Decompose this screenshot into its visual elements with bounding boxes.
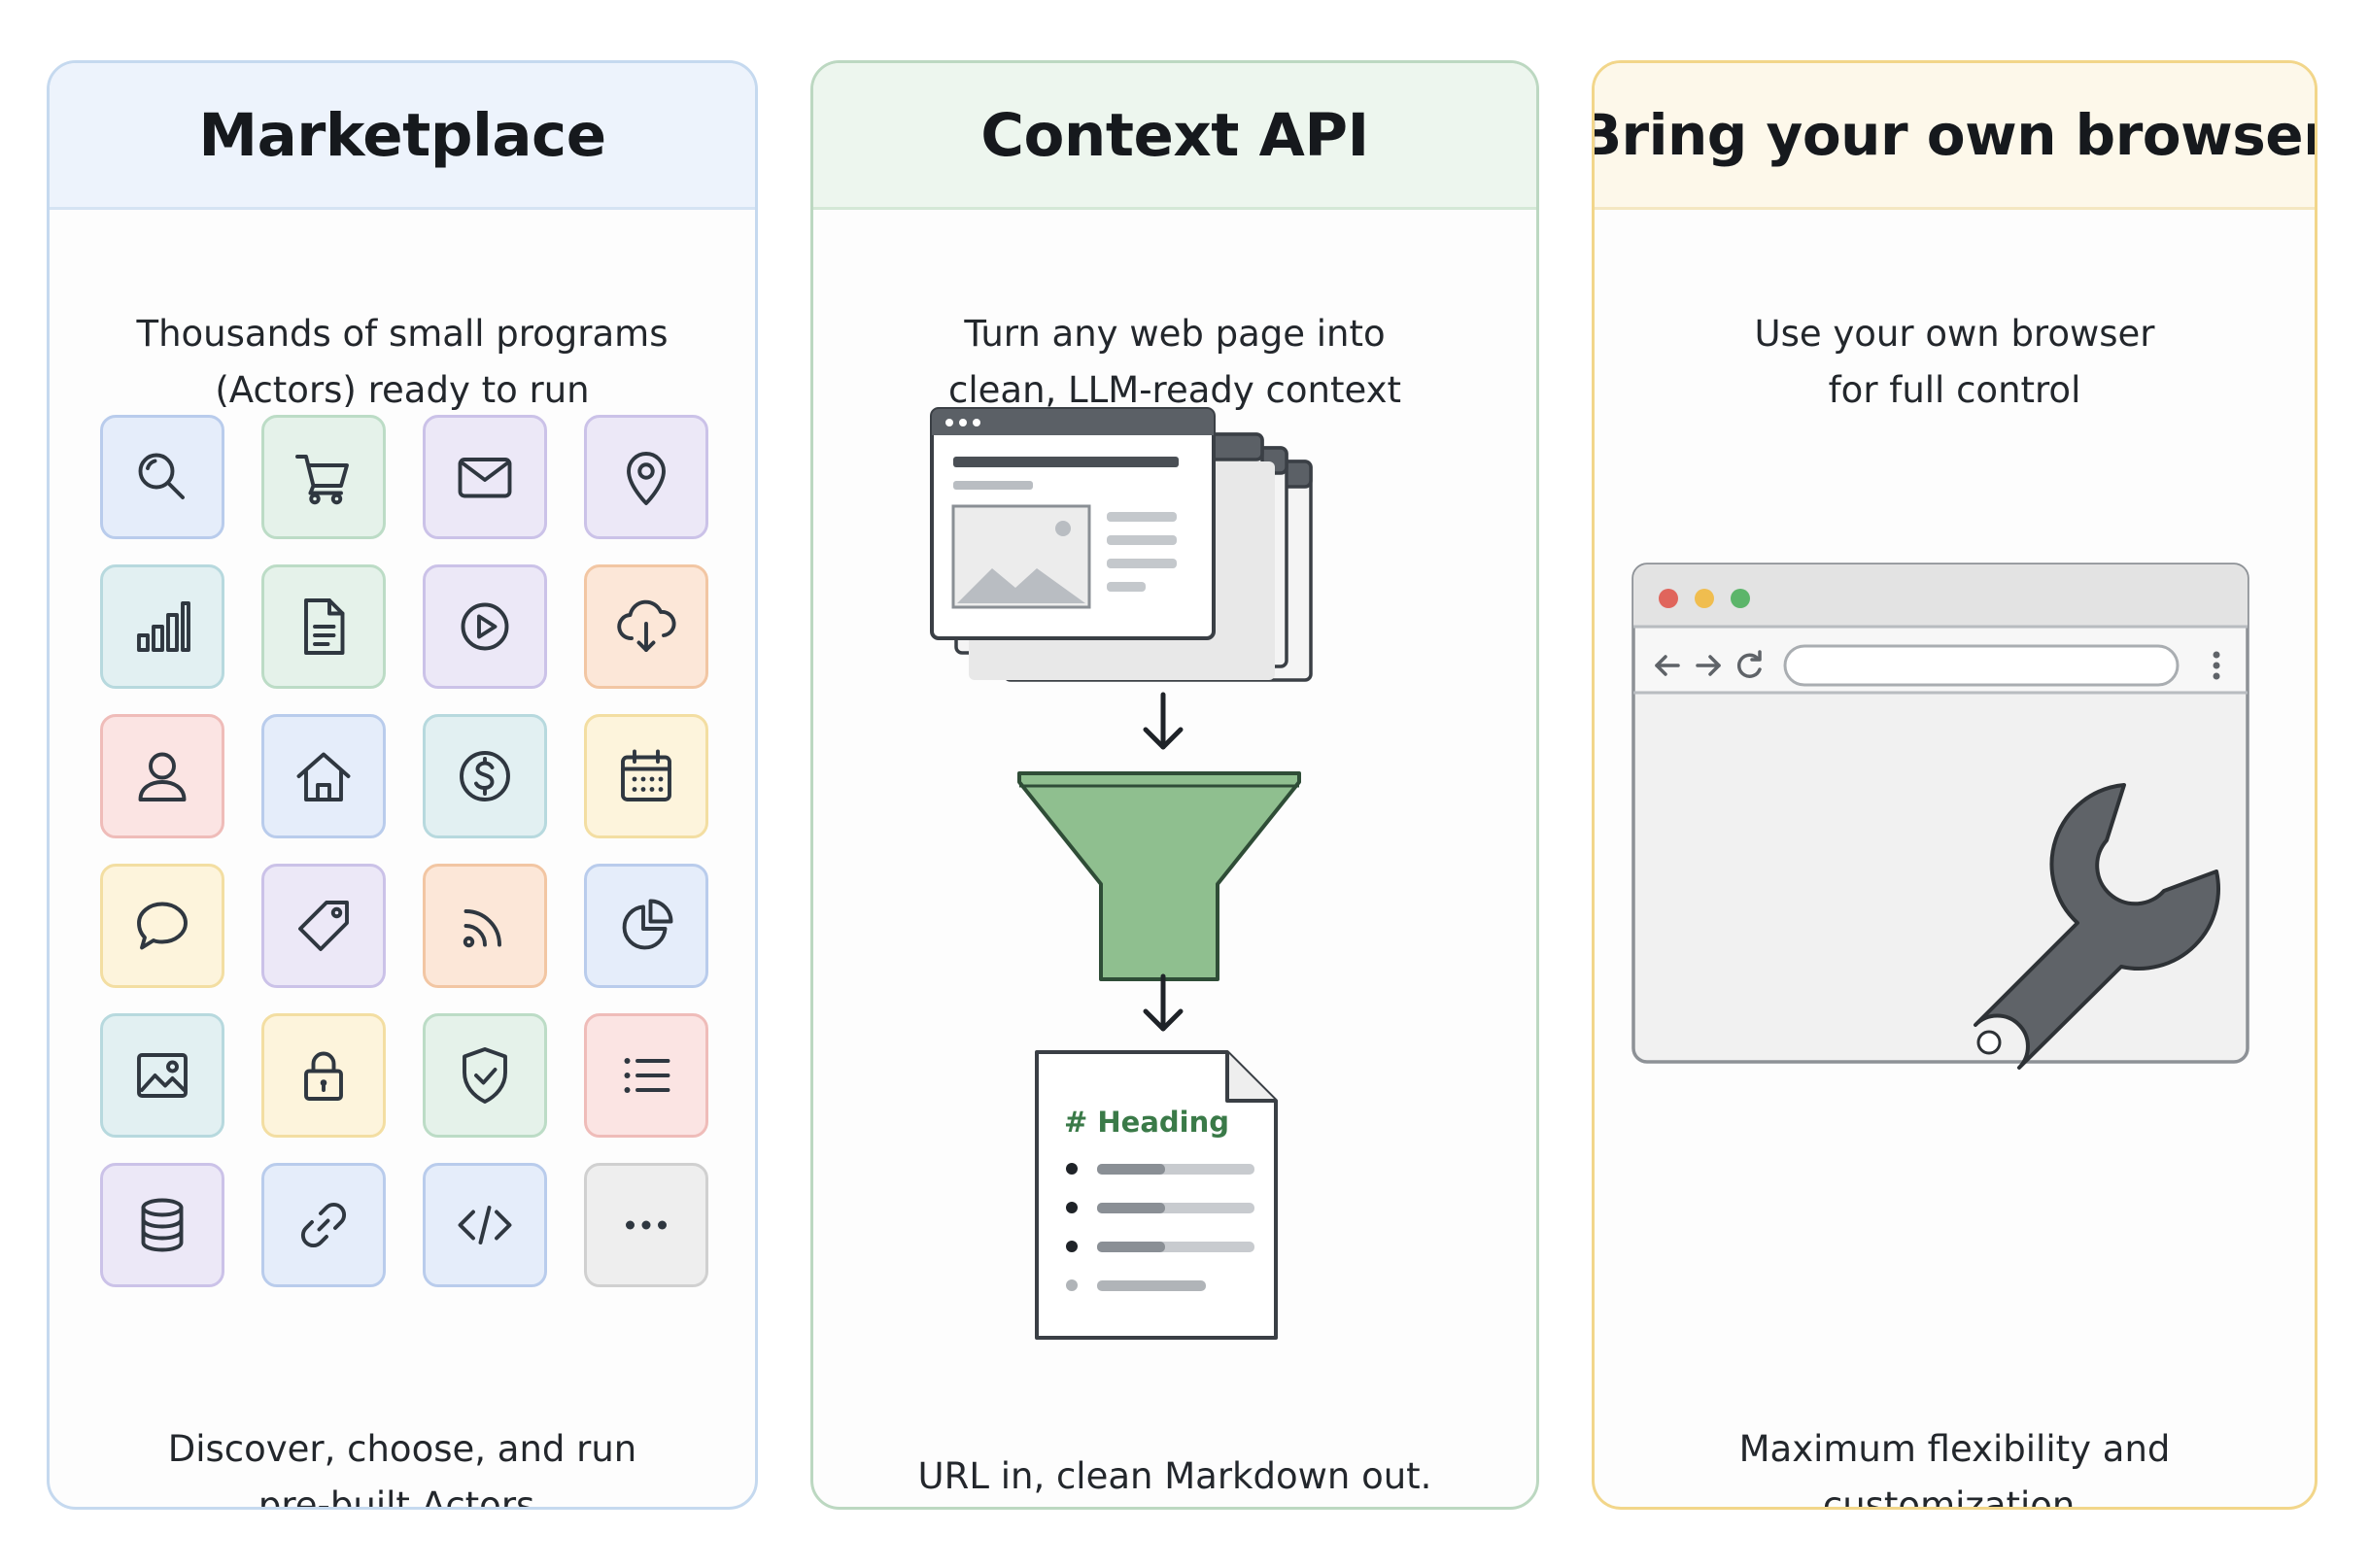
byob-footer-line1: Maximum flexibility and xyxy=(1738,1428,2171,1470)
tag-icon xyxy=(298,901,349,951)
code-icon xyxy=(458,1206,512,1244)
actor-tile-security[interactable] xyxy=(261,1013,386,1138)
dollar-icon xyxy=(460,751,510,801)
chat-bubble-icon xyxy=(137,902,188,950)
cart-icon xyxy=(295,455,349,505)
context-api-footer: URL in, clean Markdown out. xyxy=(813,1449,1536,1505)
browser-menu-icon[interactable] xyxy=(2213,651,2220,680)
search-icon xyxy=(138,453,185,499)
map-pin-icon xyxy=(627,452,666,505)
actor-tile-user[interactable] xyxy=(100,714,224,838)
byob-title: Bring your own browser xyxy=(1592,102,2318,168)
address-bar[interactable] xyxy=(1783,644,2180,687)
context-api-subtitle-line1: Turn any web page into xyxy=(964,313,1386,355)
actor-tile-code[interactable] xyxy=(423,1163,547,1287)
forward-arrow-icon[interactable] xyxy=(1696,655,1721,676)
link-icon xyxy=(300,1202,347,1248)
marketplace-subtitle-line1: Thousands of small programs xyxy=(136,313,669,355)
reload-icon[interactable] xyxy=(1736,650,1762,678)
byob-footer-line2: customization. xyxy=(1822,1484,2087,1510)
actor-tile-link[interactable] xyxy=(261,1163,386,1287)
pie-chart-icon xyxy=(622,899,673,950)
byob-subtitle: Use your own browser for full control xyxy=(1595,306,2315,419)
actor-tile-analytics[interactable] xyxy=(100,564,224,689)
context-api-footer-text: URL in, clean Markdown out. xyxy=(917,1455,1432,1497)
actor-tile-chat[interactable] xyxy=(100,864,224,988)
byob-footer: Maximum flexibility and customization. xyxy=(1595,1421,2315,1510)
context-api-panel: Context API Turn any web page into clean… xyxy=(810,60,1539,1510)
marketplace-subtitle: Thousands of small programs (Actors) rea… xyxy=(50,306,755,419)
marketplace-footer-line1: Discover, choose, and run xyxy=(167,1428,637,1470)
wrench-icon xyxy=(1974,783,2220,1070)
byob-subtitle-line1: Use your own browser xyxy=(1754,313,2155,355)
window-maximize-dot[interactable] xyxy=(1731,589,1750,608)
funnel-icon xyxy=(1017,771,1301,981)
actor-tile-protection[interactable] xyxy=(423,1013,547,1138)
image-icon xyxy=(137,1053,188,1098)
down-arrow-icon xyxy=(1143,692,1184,750)
byob-subtitle-line2: for full control xyxy=(1828,369,2081,411)
context-api-header: Context API xyxy=(813,63,1536,210)
actor-tile-feed[interactable] xyxy=(423,864,547,988)
context-api-title: Context API xyxy=(980,100,1369,170)
actor-tile-mail[interactable] xyxy=(423,415,547,539)
actor-tile-document[interactable] xyxy=(261,564,386,689)
actor-tile-report[interactable] xyxy=(584,864,708,988)
rss-icon xyxy=(463,909,501,948)
actor-tile-finance[interactable] xyxy=(423,714,547,838)
calendar-icon xyxy=(621,749,671,801)
window-minimize-dot[interactable] xyxy=(1695,589,1714,608)
document-icon xyxy=(304,598,345,655)
back-arrow-icon[interactable] xyxy=(1655,655,1680,676)
actor-tile-video[interactable] xyxy=(423,564,547,689)
context-flow-diagram: # Heading xyxy=(930,407,1313,1340)
actor-tile-more[interactable] xyxy=(584,1163,708,1287)
actor-tile-real-estate[interactable] xyxy=(261,714,386,838)
actor-tile-cloud[interactable] xyxy=(584,564,708,689)
window-close-dot[interactable] xyxy=(1659,589,1678,608)
marketplace-subtitle-line2: (Actors) ready to run xyxy=(215,369,590,411)
byob-header: Bring your own browser xyxy=(1595,63,2315,210)
actor-icon-grid xyxy=(100,415,710,1287)
browser-illustration xyxy=(1631,562,2249,1070)
browser-window-icon xyxy=(1631,562,2249,1064)
marketplace-footer: Discover, choose, and run pre-built Acto… xyxy=(50,1421,755,1510)
home-icon xyxy=(296,752,351,801)
database-icon xyxy=(141,1198,184,1252)
mail-icon xyxy=(458,458,512,498)
lock-icon xyxy=(304,1051,343,1101)
play-icon xyxy=(461,602,509,651)
actor-tile-database[interactable] xyxy=(100,1163,224,1287)
markdown-heading: # Heading xyxy=(1064,1106,1229,1139)
byob-panel: Bring your own browser Use your own brow… xyxy=(1592,60,2318,1510)
markdown-document-icon: # Heading xyxy=(1035,1050,1278,1340)
bar-chart-icon xyxy=(137,601,190,652)
marketplace-footer-line2: pre-built Actors. xyxy=(258,1484,547,1510)
cloud-download-icon xyxy=(617,599,676,652)
actor-tile-calendar[interactable] xyxy=(584,714,708,838)
list-icon xyxy=(624,1058,670,1093)
shield-check-icon xyxy=(463,1047,507,1104)
marketplace-title: Marketplace xyxy=(198,100,606,170)
user-icon xyxy=(138,752,187,801)
context-api-subtitle: Turn any web page into clean, LLM-ready … xyxy=(813,306,1536,419)
web-page-front-icon xyxy=(930,407,1216,640)
actor-tile-image[interactable] xyxy=(100,1013,224,1138)
marketplace-header: Marketplace xyxy=(50,63,755,210)
more-icon xyxy=(626,1220,667,1230)
actor-tile-list[interactable] xyxy=(584,1013,708,1138)
actor-tile-search[interactable] xyxy=(100,415,224,539)
marketplace-panel: Marketplace Thousands of small programs … xyxy=(47,60,758,1510)
actor-tile-cart[interactable] xyxy=(261,415,386,539)
down-arrow-icon xyxy=(1143,973,1184,1032)
actor-tile-location[interactable] xyxy=(584,415,708,539)
actor-tile-tag[interactable] xyxy=(261,864,386,988)
context-api-subtitle-line2: clean, LLM-ready context xyxy=(948,369,1401,411)
